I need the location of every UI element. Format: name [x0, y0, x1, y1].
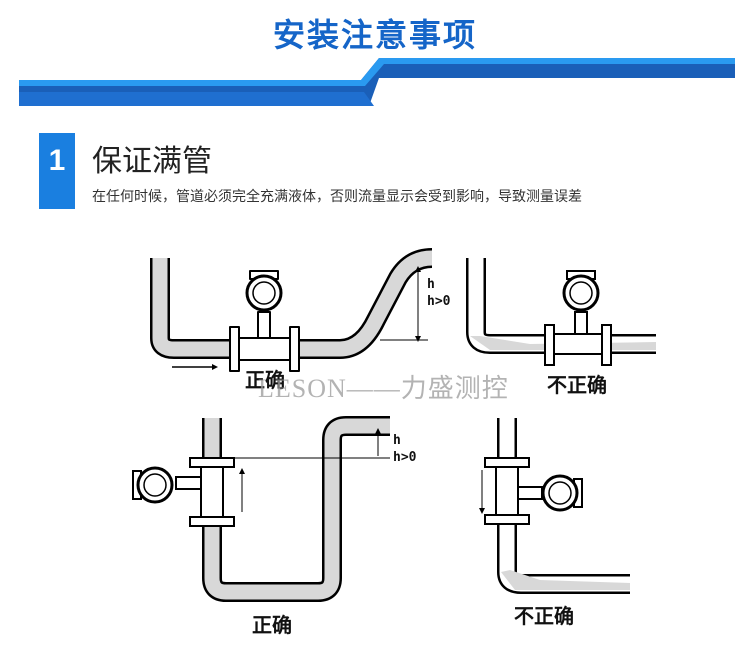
section-title: 保证满管: [92, 144, 212, 179]
section-number-badge: 1: [39, 133, 75, 209]
label-correct-bottom: 正确: [252, 613, 292, 637]
page-title: 安装注意事项: [272, 16, 477, 54]
section-description: 在任何时候，管道必须完全充满液体，否则流量显示会受到影响，导致测量误差: [92, 189, 582, 205]
diagram-top-left: [150, 248, 433, 372]
height-label-bottom: h: [393, 433, 401, 448]
label-incorrect-bottom: 不正确: [514, 604, 574, 628]
height-label-top: h: [427, 277, 435, 292]
watermark: LESON——力盛测控: [258, 374, 509, 403]
diagram-top-right: [466, 258, 656, 366]
height-condition-top: h>0: [427, 294, 451, 309]
label-incorrect-top: 不正确: [547, 373, 607, 397]
diagram-bottom-left: [131, 416, 390, 602]
label-correct-top: 正确: [245, 368, 285, 392]
height-condition-bottom: h>0: [393, 450, 417, 465]
diagram-bottom-right: [479, 418, 630, 594]
header-banner: [19, 58, 735, 106]
